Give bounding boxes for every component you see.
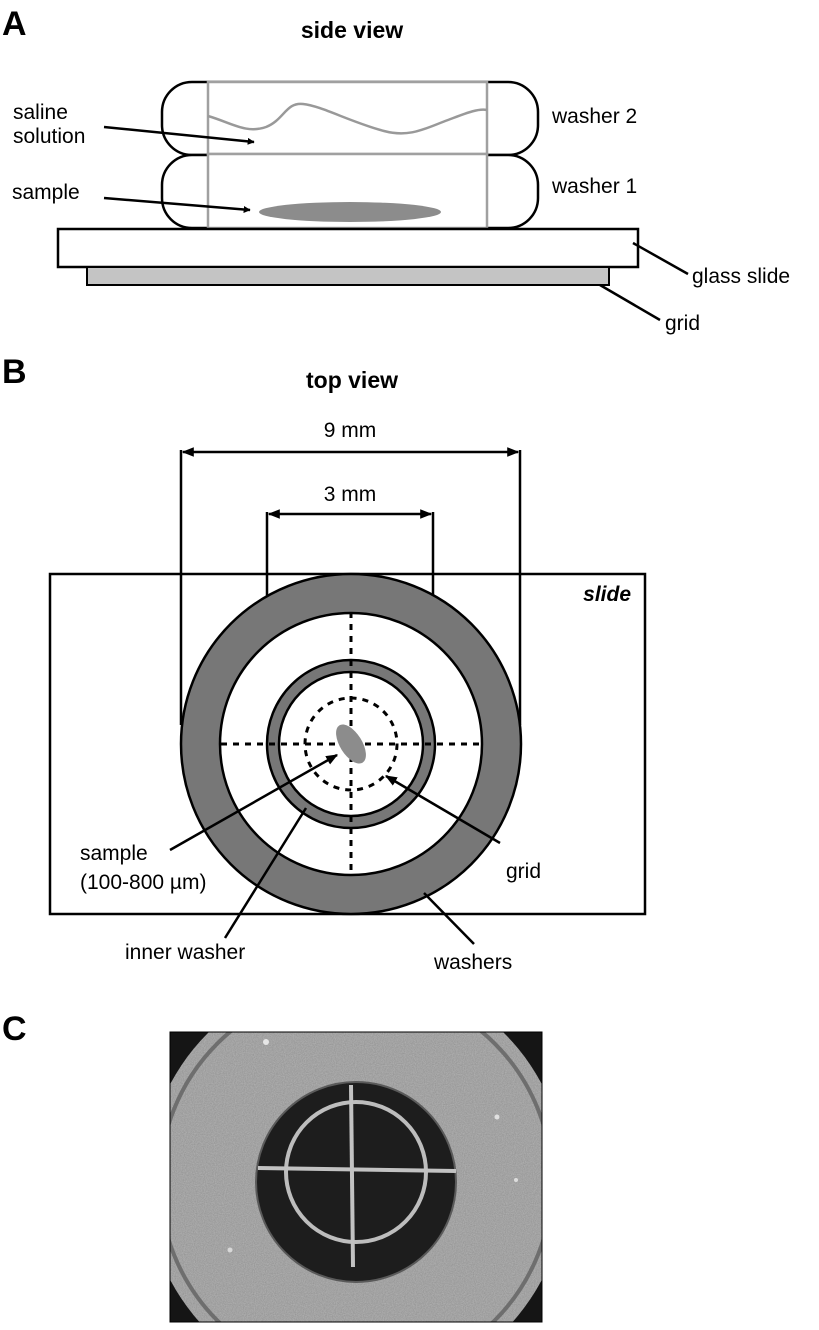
- inner-washer-leader: [223, 807, 308, 939]
- grid-label: grid: [665, 312, 700, 335]
- washer-2-label: washer 2: [551, 105, 637, 128]
- panel-b-heading: top view: [306, 367, 398, 393]
- sample-top: [336, 724, 366, 764]
- saline-label-line2: solution: [13, 125, 85, 148]
- sample-top-label-line2: (100-800 µm): [80, 871, 206, 894]
- grid-top-label: grid: [506, 860, 541, 883]
- saline-surface-line: [207, 102, 488, 135]
- glass-slide-side: [56, 227, 640, 269]
- photo-frame: [169, 1031, 543, 1323]
- sample-top-arrow: [169, 753, 339, 852]
- panel-b: B top view 9 mm 3 mm slide samp: [2, 353, 647, 974]
- dim-3mm-label: 3 mm: [324, 483, 377, 506]
- washer-1-label: washer 1: [551, 175, 637, 198]
- inner-washer-label: inner washer: [125, 941, 245, 964]
- panel-c-letter: C: [2, 1010, 27, 1048]
- sample-arrow: [103, 196, 251, 213]
- saline-arrow: [103, 125, 255, 145]
- washers-leader: [423, 892, 475, 945]
- panel-a-heading: side view: [301, 17, 403, 43]
- grid-top-arrow: [384, 774, 501, 845]
- photo-sample-holder: [170, 1032, 542, 1322]
- sample-top-label-line1: sample: [80, 842, 148, 865]
- grid-circle-dashed: [303, 696, 399, 792]
- washers-label: washers: [433, 951, 512, 974]
- glass-slide-label: glass slide: [692, 265, 790, 288]
- slide-label: slide: [583, 583, 631, 606]
- saline-label-line1: saline: [13, 101, 68, 124]
- sample-label: sample: [12, 181, 80, 204]
- glass-slide-leader: [632, 241, 689, 276]
- panel-a: A side view saline solution sample washe…: [2, 5, 790, 335]
- dim-9mm-label: 9 mm: [324, 419, 377, 442]
- grid-leader: [599, 283, 661, 322]
- sample-side: [259, 202, 441, 222]
- panel-c: C: [2, 1010, 543, 1323]
- panel-b-letter: B: [2, 353, 27, 391]
- grid-side: [86, 266, 610, 286]
- panel-a-letter: A: [2, 5, 27, 43]
